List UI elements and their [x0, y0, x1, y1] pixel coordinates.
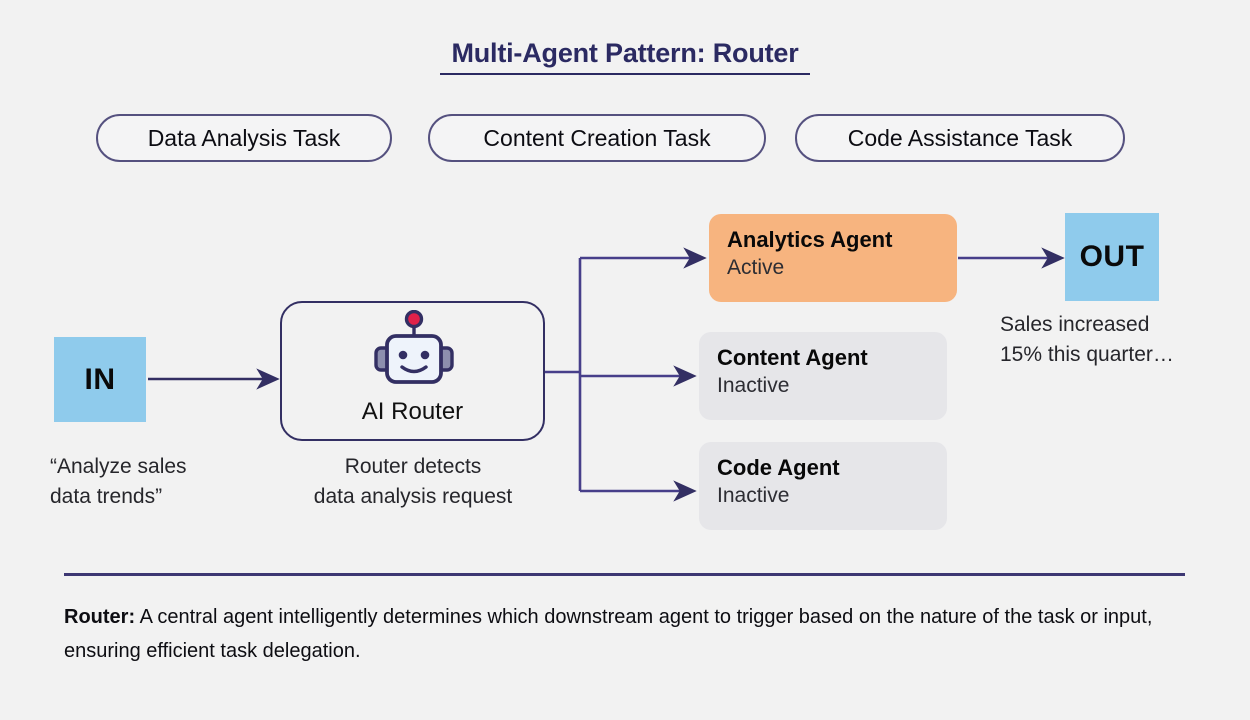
- agent-card-code[interactable]: Code Agent Inactive: [699, 442, 947, 530]
- router-caption: Router detects data analysis request: [313, 455, 513, 508]
- agent-title: Analytics Agent: [727, 227, 893, 252]
- agent-title: Content Agent: [717, 345, 868, 370]
- page-title: Multi-Agent Pattern: Router: [451, 38, 799, 68]
- footer-description: Router: A central agent intelligently de…: [64, 600, 1174, 668]
- input-caption: “Analyze sales data trends”: [50, 455, 187, 508]
- agent-title: Code Agent: [717, 455, 840, 480]
- agent-card-content[interactable]: Content Agent Inactive: [699, 332, 947, 420]
- agent-status: Inactive: [717, 484, 790, 507]
- footer-body: A central agent intelligently determines…: [64, 606, 1153, 662]
- task-pill-data-analysis[interactable]: Data Analysis Task: [96, 114, 392, 162]
- input-box: IN: [54, 337, 146, 422]
- task-pill-content-creation[interactable]: Content Creation Task: [428, 114, 766, 162]
- footer-term: Router:: [64, 606, 136, 628]
- agent-card-analytics[interactable]: Analytics Agent Active: [709, 214, 957, 302]
- router-label: AI Router: [361, 398, 464, 425]
- footer-divider: [64, 573, 1185, 576]
- task-pill-code-assistance[interactable]: Code Assistance Task: [795, 114, 1125, 162]
- output-caption: Sales increased 15% this quarter…: [1000, 313, 1174, 366]
- output-box: OUT: [1065, 213, 1159, 301]
- robot-icon: [372, 309, 456, 388]
- task-pill-label: Code Assistance Task: [847, 124, 1073, 151]
- title-underline: [440, 73, 810, 75]
- agent-status: Active: [727, 256, 785, 279]
- task-pill-label: Content Creation Task: [483, 124, 711, 151]
- output-label: OUT: [1079, 240, 1145, 273]
- agent-status: Inactive: [717, 374, 790, 397]
- input-label: IN: [84, 362, 116, 396]
- task-pill-label: Data Analysis Task: [147, 124, 341, 151]
